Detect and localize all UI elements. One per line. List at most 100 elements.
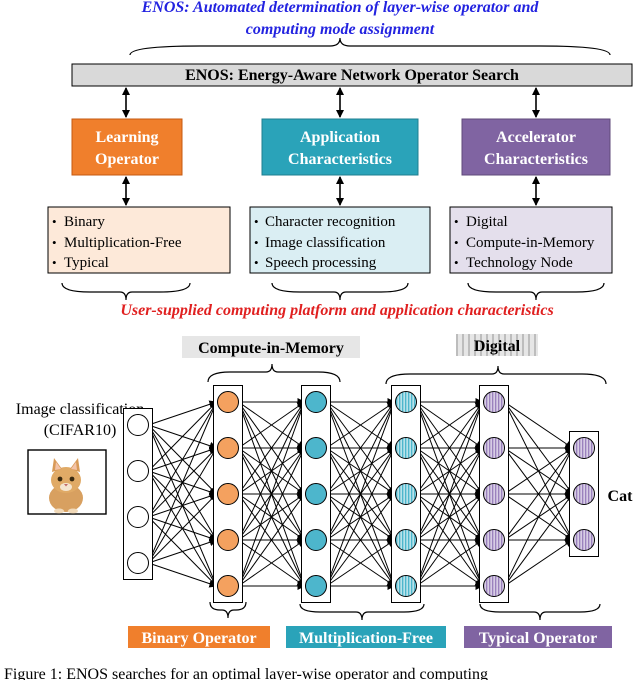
network-edge (238, 447, 306, 587)
network-edge (326, 493, 396, 587)
network-edge (238, 401, 306, 541)
bullet: • (454, 214, 459, 229)
network-node (127, 460, 149, 482)
network-edge (504, 539, 574, 587)
accelerator-characteristics-title-1: Accelerator (496, 129, 576, 146)
network-edge (416, 401, 484, 541)
network-edge (148, 401, 218, 564)
network-edge (504, 493, 574, 587)
network-connections (148, 398, 574, 590)
mf-label-bg (286, 626, 446, 648)
network-node (127, 552, 149, 574)
mf-label: Multiplication-Free (299, 630, 433, 647)
layer-box (123, 408, 153, 580)
application-item-character: Character recognition (265, 214, 396, 230)
bullet: • (454, 255, 459, 270)
network-node (305, 575, 327, 597)
application-characteristics-title-1: Application (300, 129, 380, 146)
application-item-image: Image classification (265, 235, 386, 251)
network-edge (416, 401, 484, 587)
network-edge (148, 400, 218, 426)
learning-item-mf: Multiplication-Free (64, 235, 182, 251)
network-edge (504, 401, 574, 449)
network-edge (326, 401, 395, 541)
top-brace (129, 37, 611, 56)
network-node (483, 391, 505, 413)
user-caption: User-supplied computing platform and app… (120, 302, 553, 319)
learning-operator-header (71, 118, 183, 176)
network-edge (148, 447, 218, 564)
binary-operator-label-bg (128, 626, 270, 648)
main-bar-label: ENOS: Energy-Aware Network Operator Sear… (185, 67, 519, 84)
bullet: • (52, 235, 57, 250)
network-edge (326, 401, 396, 587)
figure-caption: Figure 1: ENOS searches for an optimal l… (4, 666, 488, 680)
binary-operator-label: Binary Operator (141, 630, 256, 647)
network-node (395, 437, 417, 459)
network-layers (123, 385, 599, 603)
network-node (217, 391, 239, 413)
network-node (217, 437, 239, 459)
network-node (127, 506, 149, 528)
network-edge (416, 539, 484, 587)
network-node (483, 575, 505, 597)
network-edge (504, 447, 573, 587)
network-node (217, 529, 239, 551)
cat-image (27, 449, 107, 515)
learning-operator-title-2: Operator (95, 151, 159, 168)
network-node (483, 483, 505, 505)
bullet: • (52, 214, 57, 229)
accelerator-item-digital: Digital (466, 214, 508, 230)
bullet: • (254, 235, 259, 250)
top-caption-line2: computing mode assignment (246, 21, 435, 38)
application-characteristics-header (261, 118, 419, 176)
network-edge (416, 447, 484, 587)
application-list (249, 206, 431, 274)
network-node (483, 529, 505, 551)
network-edge (148, 562, 218, 588)
main-bar (71, 63, 633, 87)
input-label-2: (CIFAR10) (44, 422, 117, 439)
brace-digital (385, 365, 607, 385)
accelerator-characteristics-header (461, 118, 611, 176)
network-edge (504, 447, 574, 541)
network-edge (326, 401, 396, 495)
brace-accelerator (467, 282, 605, 301)
application-item-speech: Speech processing (265, 255, 377, 271)
network-edge (238, 539, 306, 587)
network-edge (238, 401, 306, 587)
learning-operator-list (47, 206, 231, 274)
network-node (305, 483, 327, 505)
network-edge (326, 539, 396, 587)
cim-mode-label: Compute-in-Memory (198, 340, 344, 357)
brace-mf (299, 603, 425, 621)
network-edge (326, 401, 396, 449)
network-node (395, 483, 417, 505)
network-edge (416, 401, 484, 495)
network-node (217, 483, 239, 505)
digital-mode-label-bg (456, 334, 538, 356)
network-edge (416, 401, 484, 449)
network-node (573, 529, 595, 551)
brace-typical (479, 603, 601, 621)
typical-operator-label: Typical Operator (479, 630, 597, 647)
bullet: • (254, 214, 259, 229)
network-node (573, 437, 595, 459)
network-node (395, 575, 417, 597)
accelerator-item-node: Technology Node (466, 255, 573, 271)
output-label: Cat (608, 488, 634, 505)
network-edge (238, 401, 306, 449)
accelerator-item-cim: Compute-in-Memory (466, 235, 595, 251)
brace-binary (209, 601, 247, 619)
network-node (395, 529, 417, 551)
top-caption-line1: ENOS: Automated determination of layer-w… (141, 0, 540, 16)
typical-operator-label-bg (464, 626, 612, 648)
network-node (573, 483, 595, 505)
brace-application (271, 282, 409, 301)
learning-item-binary: Binary (64, 214, 105, 230)
network-node (483, 437, 505, 459)
network-edge (148, 401, 218, 518)
network-edge (504, 447, 574, 495)
network-edge (148, 538, 218, 564)
